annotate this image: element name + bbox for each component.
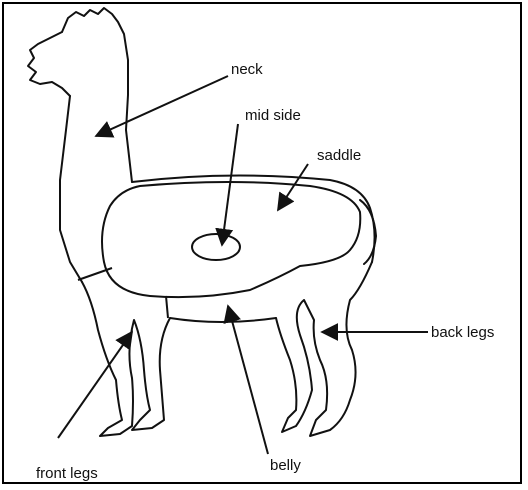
label-mid-side: mid side [245, 107, 301, 124]
mid-side-ellipse [192, 234, 240, 260]
label-neck: neck [231, 61, 263, 78]
label-front-legs: front legs [36, 465, 98, 482]
saddle-region-outline [102, 182, 360, 297]
alpaca-outline [28, 8, 376, 436]
belly-underline [170, 318, 276, 322]
label-back-legs: back legs [431, 324, 494, 341]
face-outline [28, 32, 70, 96]
chest-boundary-line [78, 268, 112, 280]
belly-boundary-line [166, 296, 168, 318]
back-outline [132, 175, 375, 262]
front-legs-outline [82, 282, 170, 436]
mid-side-arrow [222, 124, 238, 245]
label-belly: belly [270, 457, 301, 474]
front-neck-outline [60, 96, 82, 282]
label-saddle: saddle [317, 147, 361, 164]
saddle-arrow [278, 164, 308, 210]
head-outline [62, 8, 132, 182]
back-legs-outline [276, 262, 372, 436]
belly-arrow [228, 306, 268, 454]
front-legs-arrow [58, 332, 132, 438]
neck-arrow [96, 76, 228, 136]
